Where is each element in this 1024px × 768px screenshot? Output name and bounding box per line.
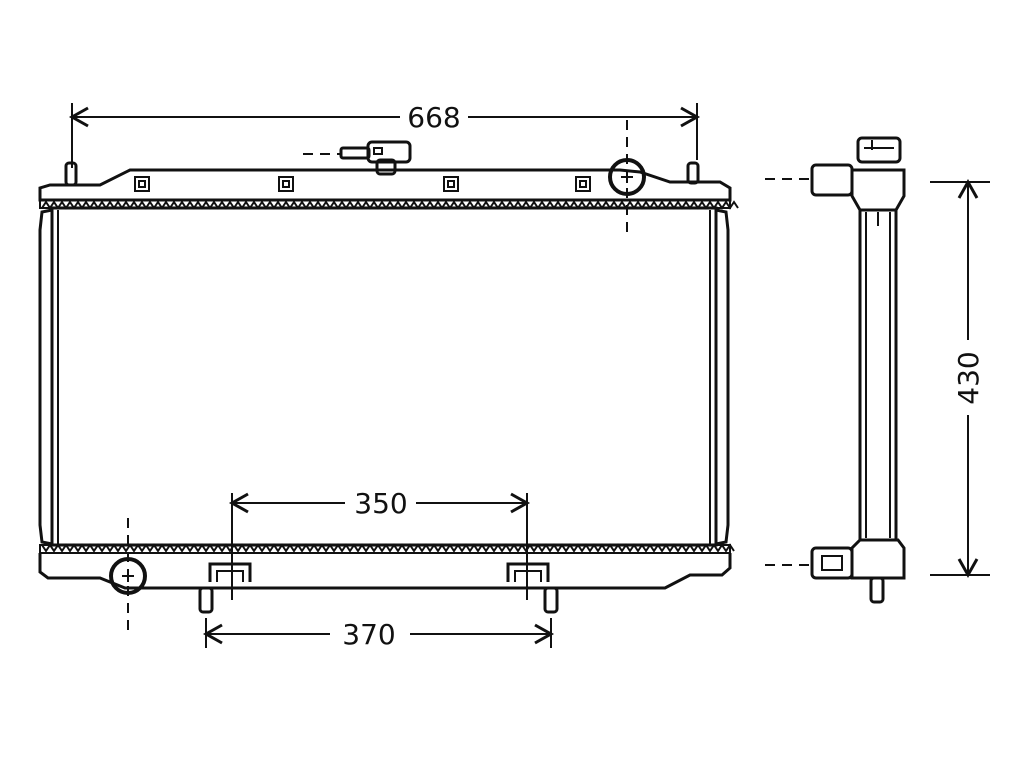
side-upper-tank bbox=[850, 168, 906, 212]
side-lower-port bbox=[810, 546, 854, 580]
top-mount-square-1 bbox=[134, 176, 150, 192]
dimension-pin-spacing bbox=[202, 618, 555, 648]
side-upper-port bbox=[810, 163, 854, 197]
radiator-side-view bbox=[765, 136, 906, 604]
dimension-label-height: 430 bbox=[952, 351, 985, 404]
side-cap bbox=[856, 136, 902, 164]
dimension-label-pin-spacing: 370 bbox=[342, 618, 395, 651]
top-mount-square-3 bbox=[443, 176, 459, 192]
dimension-height-side bbox=[930, 178, 990, 579]
top-mount-square-2 bbox=[278, 176, 294, 192]
side-lower-tank bbox=[850, 538, 906, 580]
right-side-plate bbox=[715, 208, 730, 546]
top-sensor-plug bbox=[303, 140, 412, 176]
side-drain-spout bbox=[869, 576, 885, 604]
dimension-label-width: 668 bbox=[407, 101, 460, 134]
bottom-right-pin bbox=[543, 586, 559, 614]
bottom-tank bbox=[38, 553, 732, 590]
top-right-pin bbox=[686, 161, 700, 185]
dimension-label-bracket-spacing: 350 bbox=[354, 487, 407, 520]
dimension-bracket-spacing bbox=[228, 492, 531, 600]
bottom-left-pin bbox=[198, 586, 214, 614]
bottom-bracket-left bbox=[208, 562, 252, 582]
radiator-front-view bbox=[38, 120, 739, 635]
top-tank bbox=[38, 168, 732, 202]
top-mount-square-4 bbox=[575, 176, 591, 192]
dimension-width-top bbox=[68, 103, 701, 168]
left-side-plate bbox=[38, 208, 53, 546]
